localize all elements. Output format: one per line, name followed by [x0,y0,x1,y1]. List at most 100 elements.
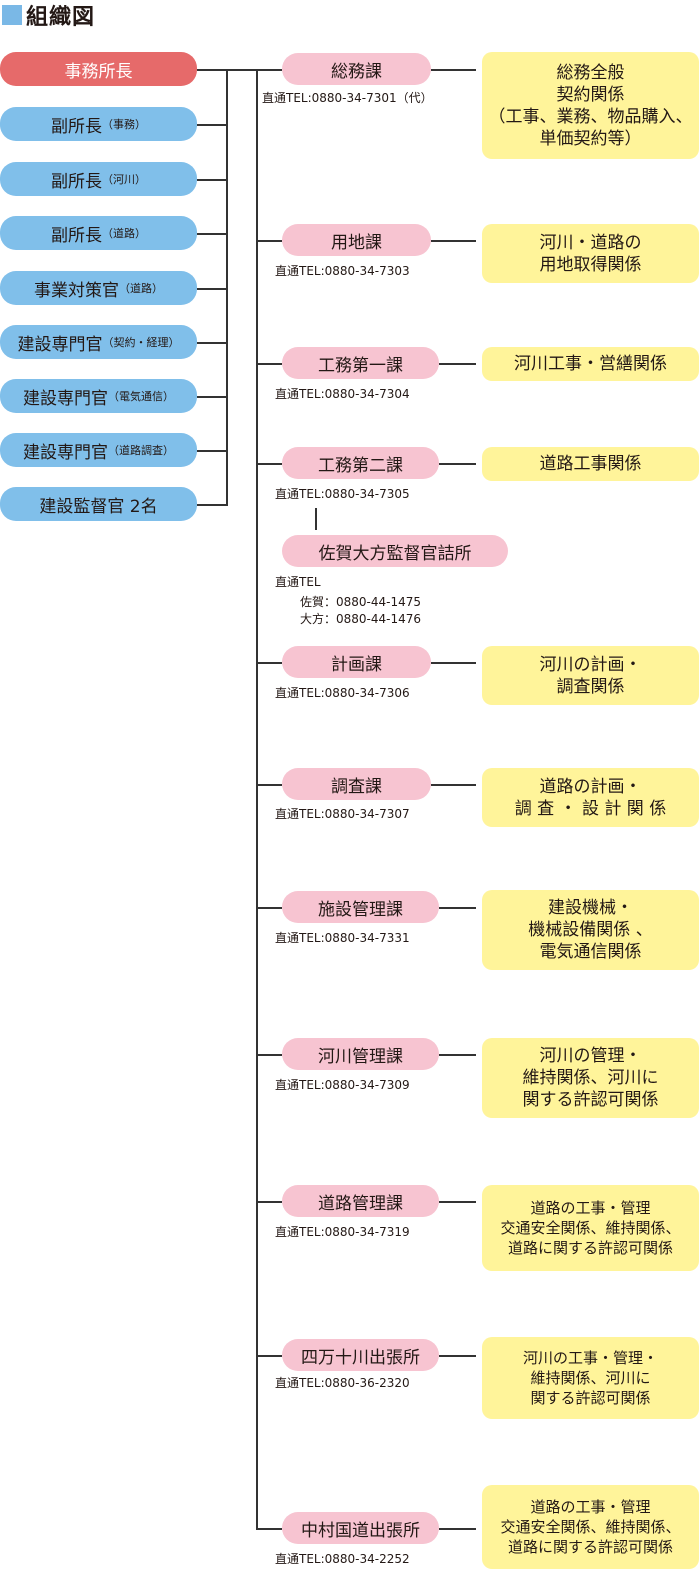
section-land[interactable]: 用地課 [282,224,431,256]
section-tel: 直通TEL:0880-34-7309 [275,1078,410,1092]
staff-note: （道路） [119,282,163,295]
section-facility-management[interactable]: 施設管理課 [282,891,439,923]
section-name: 河川管理課 [318,1046,403,1067]
sub-office-connector [315,508,317,530]
section-duties: 建設機械・ 機械設備関係 、 電気通信関係 [482,890,699,970]
staff-project-officer[interactable]: 事業対策官（道路） [0,271,197,305]
section-connector [257,363,282,365]
staff-label: 建設専門官 [17,334,103,355]
staff-label: 副所長 [51,171,102,192]
duty-connector [431,69,476,71]
section-tel: 直通TEL:0880-34-7306 [275,686,410,700]
duty-line: 調 査 ・ 設 計 関 係 [514,798,667,819]
staff-specialist-telecom[interactable]: 建設専門官（電気通信） [0,379,197,413]
staff-label: 建設専門官 [23,442,108,463]
section-connector [257,907,282,909]
duty-line: 維持関係、河川に [530,1369,651,1387]
section-connector [257,784,282,786]
duty-connector [431,662,476,664]
duty-line: 道路に関する許認可関係 [507,1239,673,1257]
section-general-affairs[interactable]: 総務課 [282,53,431,85]
duty-line: 道路に関する許認可関係 [507,1538,673,1556]
staff-vice-director-admin[interactable]: 副所長（事務） [0,107,197,141]
section-survey[interactable]: 調査課 [282,768,431,800]
section-connector [257,240,282,242]
section-duties: 道路の計画・ 調 査 ・ 設 計 関 係 [482,768,699,827]
duty-connector [439,907,476,909]
section-duties: 道路工事関係 [482,447,699,481]
section-name: 工務第二課 [318,455,403,476]
title-square-icon [2,5,22,25]
duty-connector [439,1201,476,1203]
section-duties: 河川・道路の 用地取得関係 [482,224,699,283]
sub-office-saga-oogata[interactable]: 佐賀大方監督官詰所 [282,535,508,567]
duty-line: 河川の管理・ [539,1046,642,1066]
section-tel: 直通TEL:0880-34-7304 [275,387,410,401]
section-tel: 直通TEL:0880-34-7319 [275,1225,410,1239]
duty-line: 建設機械・ [548,898,633,918]
section-connector [257,463,282,465]
section-nakamura-road-office[interactable]: 中村国道出張所 [282,1512,439,1544]
section-road-management[interactable]: 道路管理課 [282,1185,439,1217]
duty-connector [439,463,476,465]
staff-trunk-line [226,69,228,506]
duty-line: （工事、業務、物品購入、 [488,106,693,127]
staff-director[interactable]: 事務所長 [0,52,197,86]
duty-line: 河川の工事・管理・ [522,1349,658,1367]
head-to-section-line [227,69,282,71]
staff-connector [197,124,227,126]
section-duties: 河川の工事・管理・ 維持関係、河川に 関する許認可関係 [482,1337,699,1419]
duty-line: 道路の工事・管理 [530,1199,651,1217]
staff-connector [197,179,227,181]
staff-vice-director-road[interactable]: 副所長（道路） [0,216,197,250]
staff-label: 建設専門官 [23,388,108,409]
staff-note: （道路調査） [108,444,174,457]
duty-connector [439,1355,476,1357]
staff-specialist-contract[interactable]: 建設専門官（契約・経理） [0,325,197,359]
staff-supervisor[interactable]: 建設監督官 2名 [0,487,197,521]
staff-specialist-road-survey[interactable]: 建設専門官（道路調査） [0,433,197,467]
section-tel: 直通TEL:0880-34-7307 [275,807,410,821]
staff-connector [197,69,227,71]
section-tel: 直通TEL:0880-34-7303 [275,264,410,278]
sub-office-tel-label: 直通TEL [275,575,321,589]
section-connector [257,1355,282,1357]
section-tel: 直通TEL:0880-34-7331 [275,931,410,945]
sub-office-tel-saga: 佐賀：0880-44-1475 [300,595,422,609]
section-connector [257,1201,282,1203]
staff-connector [197,396,227,398]
section-works-1[interactable]: 工務第一課 [282,347,439,379]
duty-line: 交通安全関係、維持関係、 [500,1518,681,1536]
section-duties: 河川の管理・ 維持関係、河川に 関する許認可関係 [482,1038,699,1118]
section-connector [257,1054,282,1056]
section-duties: 河川工事・営繕関係 [482,347,699,381]
staff-vice-director-river[interactable]: 副所長（河川） [0,162,197,196]
section-shimanto-office[interactable]: 四万十川出張所 [282,1339,439,1371]
section-name: 中村国道出張所 [301,1520,420,1541]
duty-line: 道路工事関係 [539,454,642,474]
duty-line: 河川・道路の [539,232,642,253]
duty-line: 道路の計画・ [539,776,642,797]
staff-connector [197,342,227,344]
section-planning[interactable]: 計画課 [282,646,431,678]
section-connector [257,1528,282,1530]
duty-connector [431,784,476,786]
staff-connector [197,450,227,452]
section-works-2[interactable]: 工務第二課 [282,447,439,479]
page-title: 組織図 [0,0,95,30]
section-name: 用地課 [331,232,382,253]
section-duties: 道路の工事・管理 交通安全関係、維持関係、 道路に関する許認可関係 [482,1185,699,1271]
section-trunk-line [256,69,258,1530]
staff-note: （道路） [102,227,146,240]
section-name: 工務第一課 [318,355,403,376]
duty-line: 関する許認可関係 [530,1389,651,1407]
duty-connector [431,240,476,242]
staff-connector [197,288,227,290]
section-tel: 直通TEL:0880-34-7301（代） [262,91,433,105]
section-name: 四万十川出張所 [301,1347,420,1368]
staff-label: 事業対策官 [34,280,119,301]
staff-label: 副所長 [51,225,102,246]
section-tel: 直通TEL:0880-34-2252 [275,1552,410,1566]
section-river-management[interactable]: 河川管理課 [282,1038,439,1070]
